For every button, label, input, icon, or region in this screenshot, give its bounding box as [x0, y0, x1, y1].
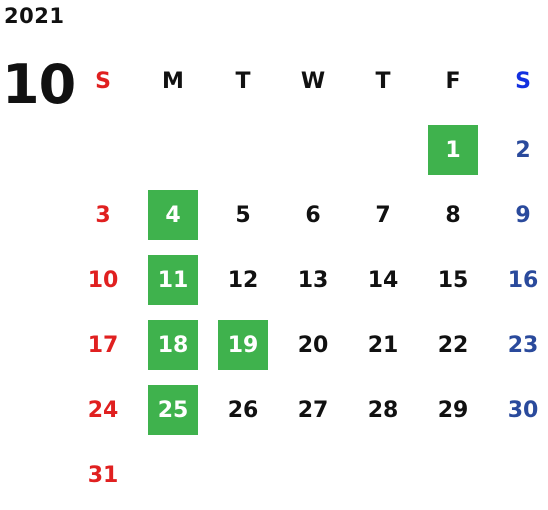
day-number: 27: [297, 397, 329, 423]
empty-cell: [278, 120, 348, 185]
highlighted-day: 4: [148, 190, 198, 240]
weekday-header-0: S: [95, 69, 111, 94]
day-cell[interactable]: 12: [208, 250, 278, 315]
empty-cell: [348, 445, 418, 510]
day-number: 14: [367, 267, 399, 293]
day-cell[interactable]: 3: [68, 185, 138, 250]
day-number: 8: [445, 202, 461, 228]
day-cell[interactable]: 13: [278, 250, 348, 315]
day-number: 30: [507, 397, 539, 423]
empty-cell: [138, 445, 208, 510]
empty-cell: [68, 120, 138, 185]
day-cell[interactable]: 9: [488, 185, 548, 250]
day-number: 10: [87, 267, 119, 293]
day-cell[interactable]: 20: [278, 315, 348, 380]
day-cell[interactable]: 15: [418, 250, 488, 315]
weekday-header-2: T: [235, 69, 251, 94]
day-number: 9: [515, 202, 531, 228]
day-number: 21: [367, 332, 399, 358]
day-cell[interactable]: 28: [348, 380, 418, 445]
highlighted-day: 18: [148, 320, 198, 370]
day-number: 6: [305, 202, 321, 228]
weekday-header-1: M: [162, 69, 184, 94]
month-number: 10: [2, 53, 76, 116]
weekday-header-4: T: [375, 69, 391, 94]
day-cell[interactable]: 16: [488, 250, 548, 315]
day-number: 26: [227, 397, 259, 423]
day-number: 13: [297, 267, 329, 293]
day-cell[interactable]: 26: [208, 380, 278, 445]
day-number: 12: [227, 267, 259, 293]
day-cell[interactable]: 14: [348, 250, 418, 315]
highlighted-day: 1: [428, 125, 478, 175]
day-number: 28: [367, 397, 399, 423]
day-cell[interactable]: 31: [68, 445, 138, 510]
day-number: 20: [297, 332, 329, 358]
weekday-header-3: W: [300, 69, 326, 94]
empty-cell: [418, 445, 488, 510]
day-number: 5: [235, 202, 251, 228]
empty-cell: [278, 445, 348, 510]
day-cell[interactable]: 7: [348, 185, 418, 250]
day-number: 3: [95, 202, 111, 228]
day-number: 15: [437, 267, 469, 293]
empty-cell: [488, 445, 548, 510]
weekday-header-5: F: [445, 69, 461, 94]
day-cell[interactable]: 22: [418, 315, 488, 380]
day-number: 16: [507, 267, 539, 293]
empty-cell: [348, 120, 418, 185]
weekday-header-6: S: [515, 69, 531, 94]
day-cell[interactable]: 29: [418, 380, 488, 445]
day-number: 24: [87, 397, 119, 423]
highlighted-day: 19: [218, 320, 268, 370]
empty-cell: [208, 120, 278, 185]
day-number: 22: [437, 332, 469, 358]
day-cell[interactable]: 8: [418, 185, 488, 250]
day-number: 2: [515, 137, 531, 163]
day-cell[interactable]: 19: [208, 315, 278, 380]
day-cell[interactable]: 2: [488, 120, 548, 185]
day-cell[interactable]: 21: [348, 315, 418, 380]
day-number: 7: [375, 202, 391, 228]
day-cell[interactable]: 18: [138, 315, 208, 380]
highlighted-day: 11: [148, 255, 198, 305]
day-number: 17: [87, 332, 119, 358]
day-cell[interactable]: 5: [208, 185, 278, 250]
empty-cell: [208, 445, 278, 510]
day-number: 23: [507, 332, 539, 358]
day-cell[interactable]: 30: [488, 380, 548, 445]
day-cell[interactable]: 6: [278, 185, 348, 250]
day-cell[interactable]: 17: [68, 315, 138, 380]
day-cell[interactable]: 10: [68, 250, 138, 315]
day-cell[interactable]: 4: [138, 185, 208, 250]
day-number: 31: [87, 462, 119, 488]
day-number: 29: [437, 397, 469, 423]
day-cell[interactable]: 24: [68, 380, 138, 445]
year-label: 2021: [4, 4, 65, 28]
day-cell[interactable]: 11: [138, 250, 208, 315]
day-cell[interactable]: 25: [138, 380, 208, 445]
day-cell[interactable]: 1: [418, 120, 488, 185]
highlighted-day: 25: [148, 385, 198, 435]
day-cell[interactable]: 27: [278, 380, 348, 445]
empty-cell: [138, 120, 208, 185]
day-cell[interactable]: 23: [488, 315, 548, 380]
